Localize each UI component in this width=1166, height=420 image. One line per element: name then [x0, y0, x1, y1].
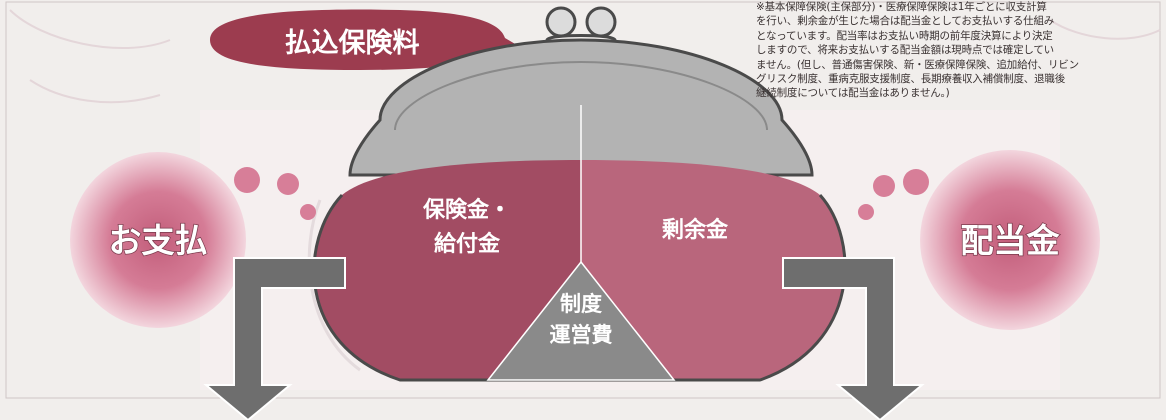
note-line: ※基本保障保険(主保部分)・医療保障保険は1年ごとに収支計算 — [756, 1, 1047, 13]
left-arrow — [203, 257, 346, 420]
header-label: 払込保険料 — [285, 28, 420, 59]
background-sketch — [9, 9, 1161, 104]
note-line: を行い、剰余金が生じた場合は配当金としてお支払いする仕組み — [756, 15, 1055, 28]
note-line: 継続制度については配当金はありません。) — [756, 87, 950, 100]
payment-circle — [70, 152, 246, 328]
payment-label: お支払 — [109, 221, 208, 260]
note-line: しますので、将来お支払いする配当金額は現時点では確定してい — [756, 44, 1054, 57]
right-thought-bubbles — [858, 169, 929, 220]
note-line: ません。(但し、普通傷害保険、新・医療保障保険、追加給付、リビン — [756, 58, 1079, 71]
right-arrow — [782, 257, 925, 420]
dividend-note: ※基本保障保険(主保部分)・医療保障保険は1年ごとに収支計算 を行い、剰余金が生… — [756, 0, 1152, 101]
segment-center — [486, 260, 676, 381]
purse-frame-inner — [394, 60, 768, 131]
segment-center-label-2: 運営費 — [550, 323, 613, 347]
purse-clasp — [545, 6, 617, 42]
note-line: となっています。配当率はお支払い時期の前年度決算により決定 — [756, 29, 1053, 42]
segment-center-label-1: 制度 — [560, 292, 602, 316]
note-line: グリスク制度、重病克服支援制度、長期療養収入補償制度、退職後 — [756, 73, 1065, 86]
segment-left-label-1: 保険金・ — [422, 197, 511, 223]
segment-left-label-2: 給付金 — [434, 231, 501, 257]
header-bubble — [210, 9, 532, 71]
dividend-circle — [920, 150, 1100, 330]
segment-right-label: 剰余金 — [661, 217, 729, 243]
outer-border — [5, 1, 1161, 399]
dividend-label: 配当金 — [961, 221, 1061, 260]
left-thought-bubbles — [234, 167, 316, 220]
